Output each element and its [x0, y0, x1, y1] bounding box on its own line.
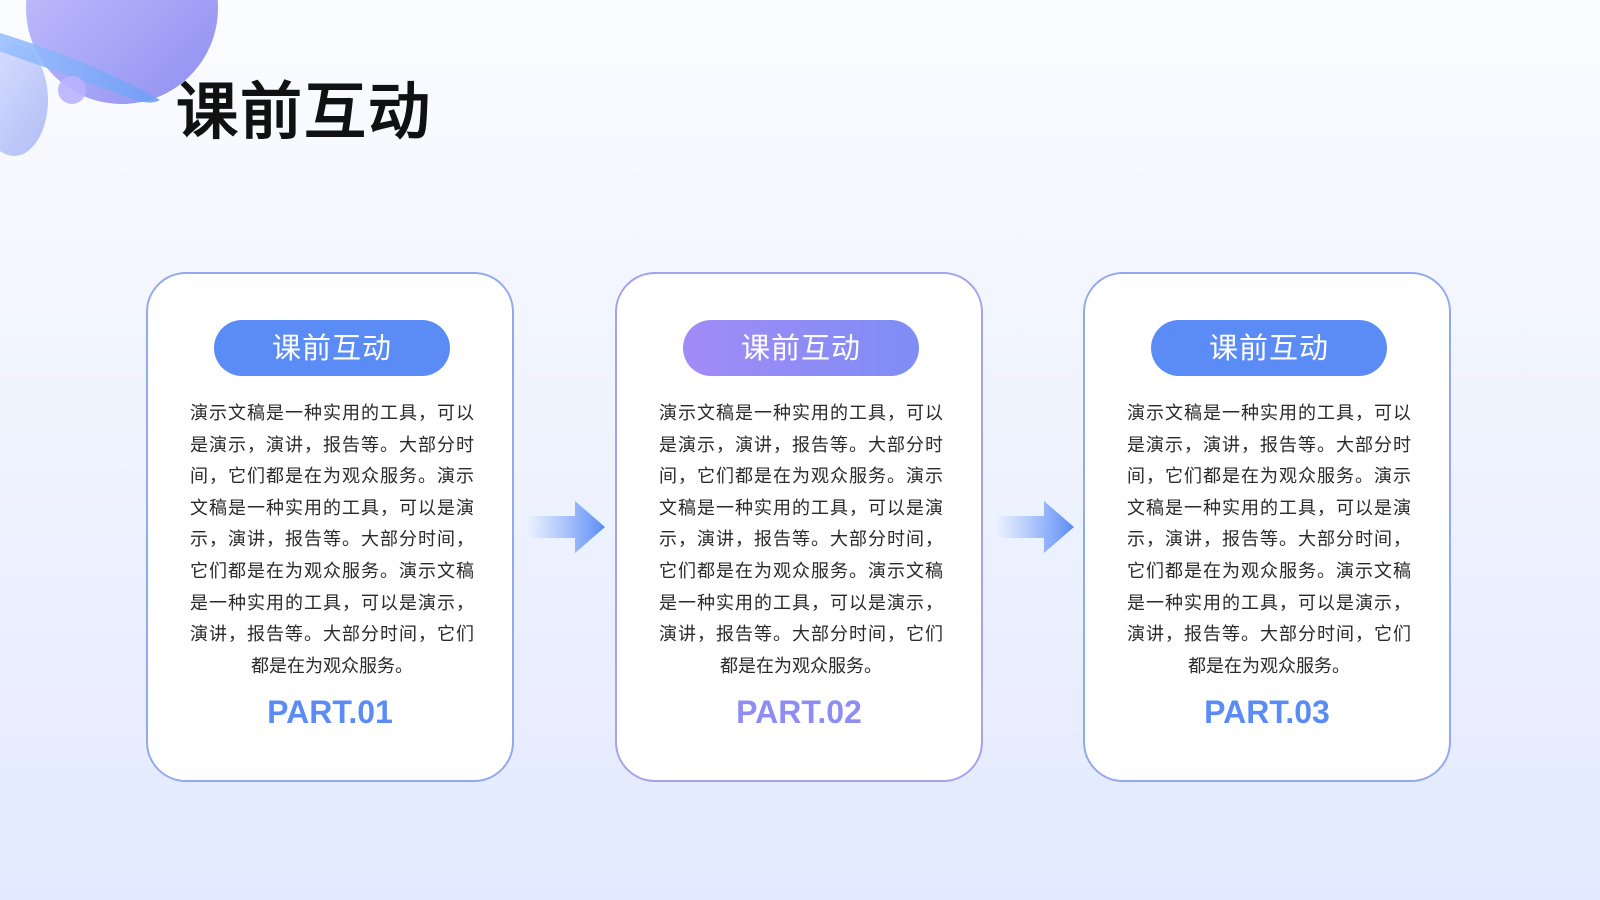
- card-body-text: 演示文稿是一种实用的工具，可以是演示，演讲，报告等。大部分时间，它们都是在为观众…: [659, 403, 943, 677]
- card-body-text: 演示文稿是一种实用的工具，可以是演示，演讲，报告等。大部分时间，它们都是在为观众…: [190, 403, 474, 677]
- arrow-right-icon: [527, 501, 605, 553]
- card-body-text: 演示文稿是一种实用的工具，可以是演示，演讲，报告等。大部分时间，它们都是在为观众…: [1127, 403, 1411, 677]
- card-part-label: PART.01: [267, 694, 393, 730]
- step-card-3: 课前互动 演示文稿是一种实用的工具，可以是演示，演讲，报告等。大部分时间，它们都…: [1083, 272, 1451, 782]
- step-card-2: 课前互动 演示文稿是一种实用的工具，可以是演示，演讲，报告等。大部分时间，它们都…: [615, 272, 983, 782]
- card-part-label: PART.03: [1204, 694, 1330, 730]
- arrow-right-icon: [996, 501, 1074, 553]
- card-part-label: PART.02: [736, 694, 862, 730]
- card-badge: 课前互动: [1151, 320, 1387, 376]
- step-card-1: 课前互动 演示文稿是一种实用的工具，可以是演示，演讲，报告等。大部分时间，它们都…: [146, 272, 514, 782]
- card-badge: 课前互动: [683, 320, 919, 376]
- planet-decoration-icon: [0, 0, 218, 156]
- page-title: 课前互动: [176, 75, 433, 148]
- card-badge: 课前互动: [214, 320, 450, 376]
